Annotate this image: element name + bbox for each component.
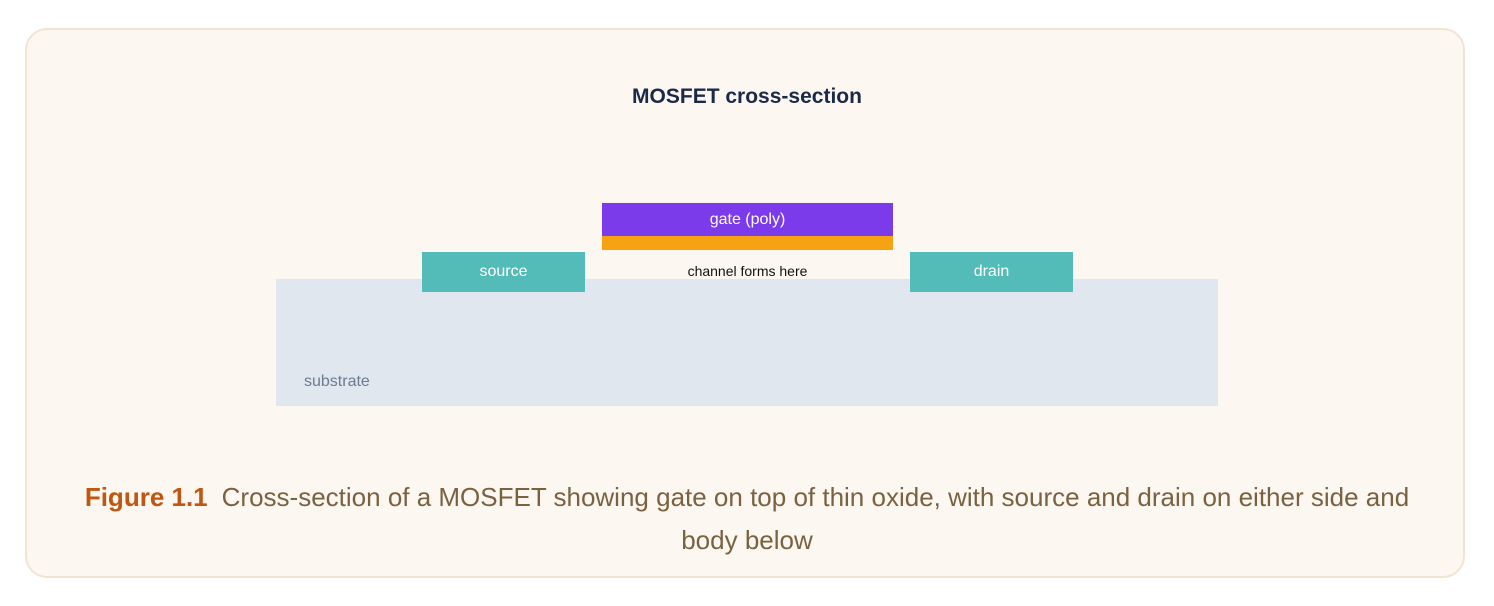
oxide-layer [602,236,893,250]
drain-region: drain [910,252,1073,292]
substrate-label: substrate [304,373,370,390]
source-label: source [479,263,528,280]
substrate-region [276,279,1218,406]
caption-label: Figure 1.1 [84,482,208,512]
channel-label: channel forms here [687,263,808,279]
figure-caption: Figure 1.1 Cross-section of a MOSFET show… [67,476,1427,562]
diagram-title: MOSFET cross-section [632,85,862,108]
gate-label: gate (poly) [709,210,786,228]
caption-text: Cross-section of a MOSFET showing gate o… [221,482,1410,555]
drain-label: drain [973,263,1010,280]
gate-region: gate (poly) [602,203,893,236]
figure-card: MOSFET cross-section substrate source dr… [25,28,1465,578]
source-region: source [422,252,585,292]
